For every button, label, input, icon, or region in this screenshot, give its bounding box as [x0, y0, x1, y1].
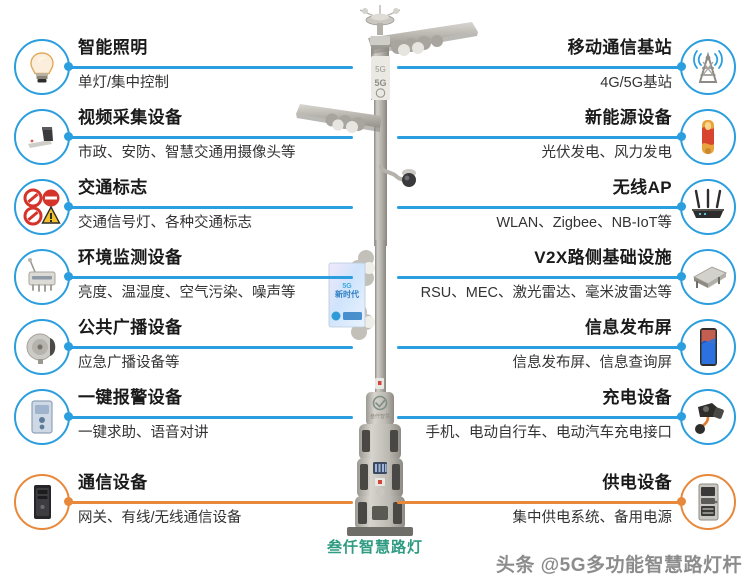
network-cabinet-icon — [14, 474, 70, 530]
wifi-router-icon — [680, 179, 736, 235]
feature-title: 移动通信基站 — [567, 38, 672, 57]
connector-line — [397, 416, 682, 419]
feature-title: 信息发布屏 — [585, 318, 672, 337]
cell-tower-icon — [680, 39, 736, 95]
info-display-screen-icon — [680, 319, 736, 375]
feature-title: 一键报警设备 — [78, 388, 183, 407]
feature-row-left-6[interactable]: 一键报警设备 一键求助、语音对讲 — [0, 383, 375, 453]
feature-row-right-4[interactable]: V2X路侧基础设施 RSU、MEC、激光雷达、毫米波雷达等 — [375, 243, 750, 313]
feature-subtitle: 单灯/集中控制 — [78, 75, 170, 91]
connector-line — [397, 66, 682, 69]
feature-subtitle: 一键求助、语音对讲 — [78, 425, 209, 441]
connector-line — [68, 416, 353, 419]
feature-subtitle: 4G/5G基站 — [600, 75, 672, 91]
feature-row-left-1[interactable]: 智能照明 单灯/集中控制 — [0, 33, 375, 103]
feature-subtitle: 手机、电动自行车、电动汽车充电接口 — [425, 425, 673, 441]
connector-dot — [677, 412, 686, 421]
power-cabinet-icon — [680, 474, 736, 530]
camera-icon — [14, 109, 70, 165]
connector-line — [68, 276, 353, 279]
feature-row-left-5[interactable]: 公共广播设备 应急广播设备等 — [0, 313, 375, 383]
feature-title: 交通标志 — [78, 178, 148, 197]
connector-dot — [64, 497, 73, 506]
connector-line — [397, 276, 682, 279]
lightbulb-icon — [14, 39, 70, 95]
feature-title: 通信设备 — [78, 473, 148, 492]
connector-dot — [677, 202, 686, 211]
connector-dot — [677, 132, 686, 141]
feature-title: 充电设备 — [602, 388, 672, 407]
feature-subtitle: 应急广播设备等 — [78, 355, 180, 371]
watermark-attribution: 头条 @5G多功能智慧路灯杆 — [495, 555, 742, 576]
feature-title: 视频采集设备 — [78, 108, 183, 127]
feature-subtitle: 市政、安防、智慧交通用摄像头等 — [78, 145, 296, 161]
connector-dot — [64, 342, 73, 351]
feature-subtitle: 光伏发电、风力发电 — [541, 145, 673, 161]
feature-row-right-3[interactable]: 无线AP WLAN、Zigbee、NB-IoT等 — [375, 173, 750, 243]
connector-line — [397, 501, 682, 504]
feature-row-left-3[interactable]: 交通标志 交通信号灯、各种交通标志 — [0, 173, 375, 243]
feature-subtitle: 亮度、温湿度、空气污染、噪声等 — [78, 285, 296, 301]
connector-line — [397, 206, 682, 209]
feature-title: 智能照明 — [78, 38, 148, 57]
ev-charger-icon — [680, 389, 736, 445]
connector-dot — [64, 62, 73, 71]
loudspeaker-icon — [14, 319, 70, 375]
rsu-box-icon — [680, 249, 736, 305]
feature-row-right-7[interactable]: 供电设备 集中供电系统、备用电源 — [375, 468, 750, 538]
feature-title: V2X路侧基础设施 — [534, 248, 672, 267]
connector-dot — [677, 342, 686, 351]
feature-title: 供电设备 — [602, 473, 672, 492]
environment-sensor-icon — [14, 249, 70, 305]
connector-dot — [64, 272, 73, 281]
connector-dot — [64, 132, 73, 141]
connector-line — [68, 206, 353, 209]
feature-subtitle: 网关、有线/无线通信设备 — [78, 510, 242, 526]
pole-caption: 叁仟智慧路灯 — [326, 539, 423, 556]
feature-title: 公共广播设备 — [78, 318, 183, 337]
feature-title: 新能源设备 — [585, 108, 672, 127]
feature-row-right-6[interactable]: 充电设备 手机、电动自行车、电动汽车充电接口 — [375, 383, 750, 453]
connector-dot — [64, 202, 73, 211]
connector-dot — [677, 62, 686, 71]
feature-title: 无线AP — [612, 178, 672, 197]
new-energy-icon — [680, 109, 736, 165]
traffic-sign-icon — [14, 179, 70, 235]
feature-row-left-4[interactable]: 环境监测设备 亮度、温湿度、空气污染、噪声等 — [0, 243, 375, 313]
feature-subtitle: 信息发布屏、信息查询屏 — [512, 355, 673, 371]
emergency-call-box-icon — [14, 389, 70, 445]
feature-row-right-1[interactable]: 移动通信基站 4G/5G基站 — [375, 33, 750, 103]
feature-subtitle: 集中供电系统、备用电源 — [512, 510, 673, 526]
connector-line — [68, 136, 353, 139]
connector-dot — [677, 497, 686, 506]
feature-row-left-2[interactable]: 视频采集设备 市政、安防、智慧交通用摄像头等 — [0, 103, 375, 173]
connector-line — [397, 136, 682, 139]
feature-subtitle: RSU、MEC、激光雷达、毫米波雷达等 — [420, 285, 672, 301]
connector-line — [68, 66, 353, 69]
feature-subtitle: WLAN、Zigbee、NB-IoT等 — [496, 215, 672, 231]
connector-line — [68, 501, 353, 504]
feature-row-right-2[interactable]: 新能源设备 光伏发电、风力发电 — [375, 103, 750, 173]
feature-title: 环境监测设备 — [78, 248, 183, 267]
connector-dot — [677, 272, 686, 281]
connector-line — [397, 346, 682, 349]
connector-dot — [64, 412, 73, 421]
connector-line — [68, 346, 353, 349]
feature-subtitle: 交通信号灯、各种交通标志 — [78, 215, 252, 231]
feature-row-right-5[interactable]: 信息发布屏 信息发布屏、信息查询屏 — [375, 313, 750, 383]
feature-row-left-7[interactable]: 通信设备 网关、有线/无线通信设备 — [0, 468, 375, 538]
